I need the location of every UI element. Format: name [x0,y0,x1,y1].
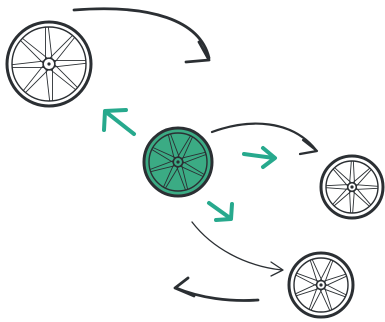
arrow-bottom-return [175,278,258,301]
arrow-top-curve [74,9,209,62]
wheel-top-left [7,22,91,106]
arrow-center-to-bottom [192,222,283,276]
wheel-axle [319,283,322,286]
arrow-accent-up-left [104,110,134,134]
wheel-axle [350,185,353,188]
arrow-accent-down-right [209,203,232,220]
arrow-accent-right [244,148,275,167]
wheels [7,22,383,317]
wheel-bottom-right [289,253,353,317]
wheel-axle [47,62,50,65]
wheel-right [321,156,383,218]
wheel-axle [176,160,179,163]
wheel-center-active [144,128,212,196]
